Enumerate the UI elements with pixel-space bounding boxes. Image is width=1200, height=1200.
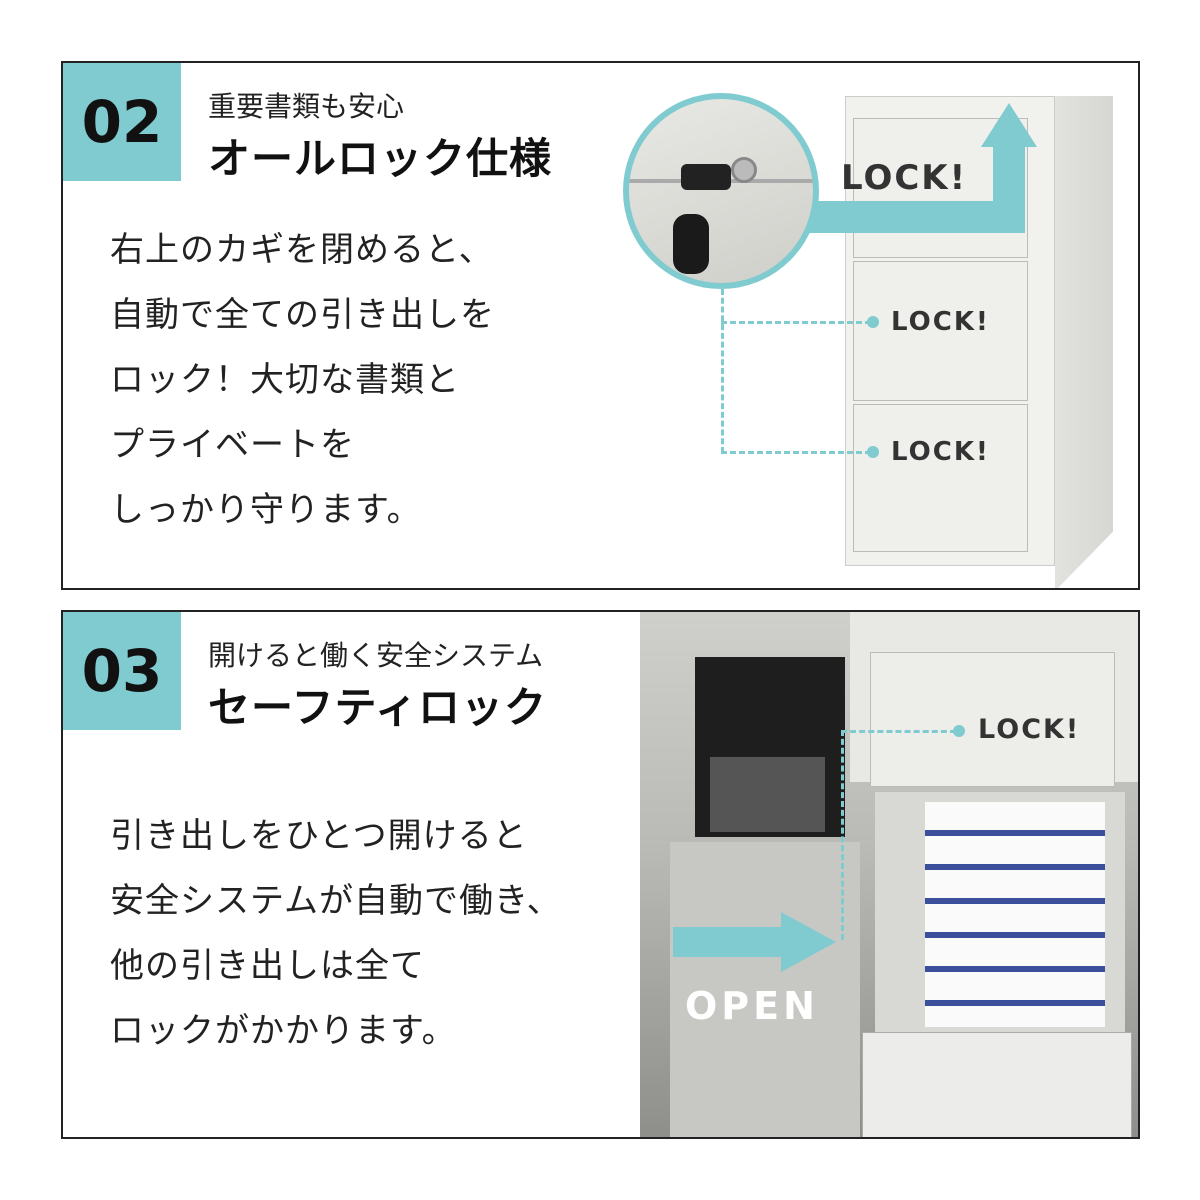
key-icon [681, 164, 731, 190]
body-line: ロックがかかります。 [110, 1011, 457, 1051]
lock-label: LOCK! [891, 307, 990, 337]
body-line: しっかり守ります。 [110, 490, 422, 530]
lock-label: LOCK! [978, 714, 1081, 745]
section-body: 引き出しをひとつ開けると 安全システムが自動で働き、 他の引き出しは全て ロック… [110, 804, 562, 1064]
section-subtitle: 重要書類も安心 [208, 90, 405, 123]
section-title: セーフティロック [208, 683, 547, 732]
section-number: 02 [63, 63, 181, 181]
body-line: 他の引き出しは全て [110, 946, 425, 986]
open-label: OPEN [685, 984, 819, 1028]
lock-label: LOCK! [841, 158, 968, 198]
all-lock-panel: 02 重要書類も安心 オールロック仕様 右上のカギを閉めると、 自動で全ての引き… [61, 61, 1140, 590]
body-line: プライベートを [110, 425, 355, 465]
section-title: オールロック仕様 [208, 134, 553, 183]
body-line: 右上のカギを閉めると、 [110, 230, 494, 270]
section-subtitle: 開けると働く安全システム [208, 639, 544, 672]
open-drawer-photo [640, 612, 1138, 1137]
section-number: 03 [63, 612, 181, 730]
body-line: ロック！大切な書類と [110, 360, 460, 400]
lock-label: LOCK! [891, 437, 990, 467]
key-zoom-image [623, 93, 819, 289]
safety-lock-panel: 03 開けると働く安全システム セーフティロック 引き出しをひとつ開けると 安全… [61, 610, 1140, 1139]
body-line: 自動で全ての引き出しを [110, 295, 495, 335]
section-body: 右上のカギを閉めると、 自動で全ての引き出しを ロック！大切な書類と プライベー… [110, 218, 495, 543]
body-line: 引き出しをひとつ開けると [110, 816, 528, 856]
body-line: 安全システムが自動で働き、 [110, 881, 562, 921]
